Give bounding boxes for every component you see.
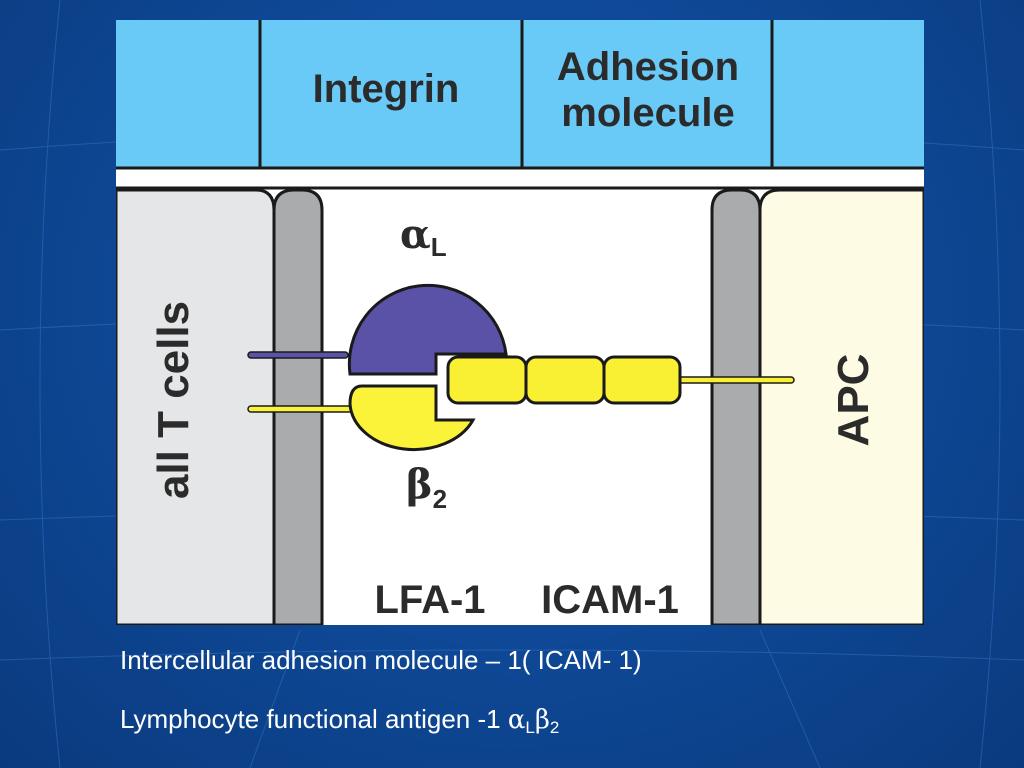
integrin-header-label: Integrin — [313, 67, 460, 111]
icam-domain-1 — [446, 355, 528, 405]
alpha-l-subunit — [347, 283, 508, 376]
caption-icam: Intercellular adhesion molecule – 1( ICA… — [120, 645, 642, 675]
icam-1-label: ICAM-1 — [541, 578, 679, 622]
caption-lfa-text: Lymphocyte functional antigen -1 — [120, 704, 508, 734]
icam-domain-3 — [602, 355, 682, 405]
apc-membrane — [710, 188, 762, 625]
adhesion-header-label: Adhesion — [557, 45, 739, 89]
icam-tail — [677, 376, 795, 384]
icam-domain-2 — [524, 355, 606, 405]
apc-label: APC — [829, 354, 878, 447]
apc-body — [758, 188, 924, 625]
caption-alpha-sub: L — [525, 718, 535, 737]
beta-tail — [247, 405, 353, 413]
caption-beta-sub: 2 — [549, 718, 560, 737]
t-cell-label: all T cells — [149, 301, 198, 499]
lfa1-icam1-diagram: Integrin Adhesion molecule all T cells A… — [116, 20, 924, 625]
beta-2-subunit — [348, 384, 476, 452]
header-band — [116, 20, 924, 168]
molecule-header-label: molecule — [561, 91, 734, 135]
alpha-tail — [247, 351, 349, 359]
caption-lfa: Lymphocyte functional antigen -1 αLβ2 — [120, 704, 559, 738]
caption-alpha: α — [507, 705, 526, 735]
beta-2-label: β2 — [406, 461, 447, 514]
caption-beta: β — [534, 705, 550, 735]
lfa-1-label: LFA-1 — [374, 578, 485, 622]
alpha-l-label: αL — [400, 211, 447, 262]
